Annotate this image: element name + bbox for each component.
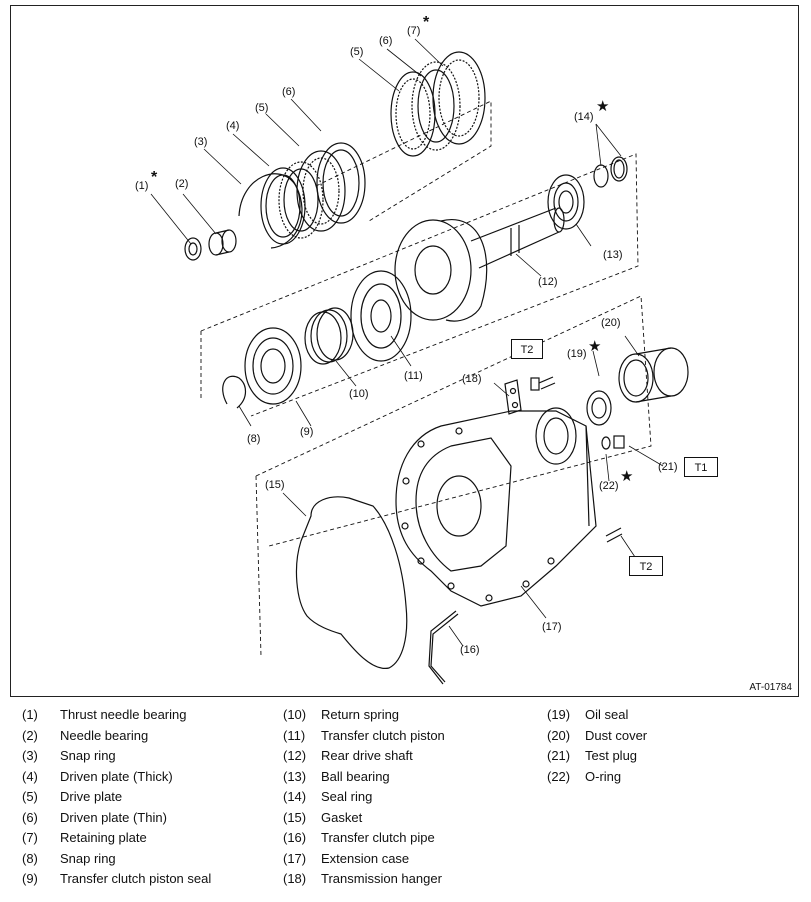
extension-case-drawing	[395, 407, 623, 607]
seal-ring-drawing	[593, 156, 628, 188]
callout-5a: (5)	[255, 102, 269, 114]
leader-lines	[150, 38, 664, 647]
callout-16: (16)	[460, 644, 480, 656]
gasket-drawing	[295, 496, 408, 669]
callout-21: (21)	[658, 461, 678, 473]
callout-17: (17)	[542, 621, 562, 633]
callout-3: (3)	[194, 136, 208, 148]
asterisk-mark-7: *	[423, 14, 430, 31]
needle-bearing-drawing	[208, 229, 237, 256]
parts-legend: (1)Thrust needle bearing (2)Needle beari…	[22, 707, 648, 886]
torque-label-t1: T1	[684, 457, 718, 477]
callout-15: (15)	[265, 479, 285, 491]
snap-ring-small-drawing	[222, 375, 247, 409]
piston-seal-drawing	[244, 327, 302, 405]
callout-6b: (6)	[379, 35, 393, 47]
ball-bearing-drawing	[547, 174, 585, 230]
callout-5b: (5)	[350, 46, 364, 58]
exploded-view-drawing	[150, 38, 689, 685]
callout-19: (19)	[567, 348, 587, 360]
rear-drive-shaft-drawing	[394, 207, 565, 322]
asterisk-mark-1: *	[151, 169, 158, 186]
callout-13: (13)	[603, 249, 623, 261]
callout-6a: (6)	[282, 86, 296, 98]
callout-12: (12)	[538, 276, 558, 288]
callout-9: (9)	[300, 426, 314, 438]
torque-label-t2-lower: T2	[629, 556, 663, 576]
callout-20: (20)	[601, 317, 621, 329]
callout-14: (14)	[574, 111, 594, 123]
grouping-lines	[200, 100, 652, 657]
torque-label-t2-upper: T2	[511, 339, 543, 359]
callout-7: (7)	[407, 25, 421, 37]
return-spring-drawing	[304, 307, 354, 365]
transfer-clutch-piston-drawing	[350, 270, 412, 362]
star-mark-14: ★	[596, 98, 610, 115]
thrust-needle-bearing-drawing	[184, 237, 202, 261]
callout-8: (8)	[247, 433, 261, 445]
diagram-frame: (1) * (2) (3) (4) (5) (6) (5) (6) (7) * …	[10, 5, 799, 697]
clutch-plates-rear-drawing	[390, 51, 486, 157]
star-mark-22: ★	[620, 468, 634, 485]
test-plug-drawing	[601, 435, 625, 450]
transfer-clutch-pipe-drawing	[428, 610, 459, 685]
star-mark-19: ★	[588, 338, 602, 355]
transmission-hanger-drawing	[504, 376, 556, 415]
clutch-plates-front-drawing	[260, 142, 366, 245]
oil-seal-drawing	[586, 390, 612, 426]
callout-10: (10)	[349, 388, 369, 400]
callout-18: (18)	[462, 373, 482, 385]
callout-11: (11)	[404, 370, 423, 382]
callout-2: (2)	[175, 178, 189, 190]
dust-cover-drawing	[618, 347, 689, 403]
callout-4: (4)	[226, 120, 240, 132]
figure-id: AT-01784	[749, 682, 792, 693]
callout-1: (1)	[135, 180, 149, 192]
callout-22: (22)	[599, 480, 619, 492]
